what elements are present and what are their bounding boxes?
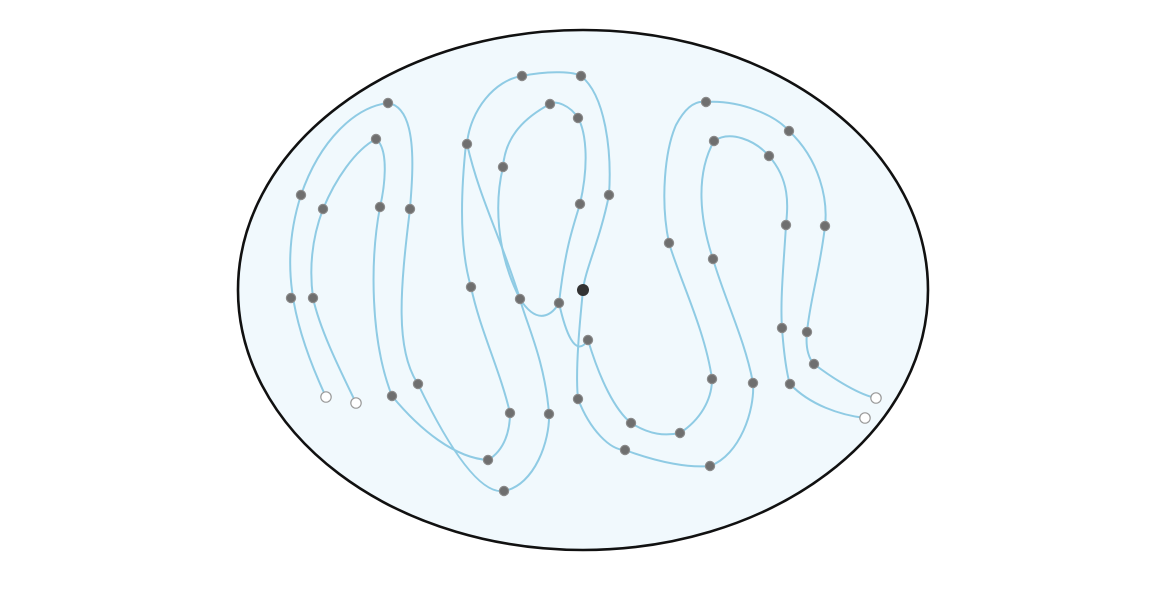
strand-node xyxy=(461,138,473,150)
strand-end-node xyxy=(320,391,332,403)
inner-strand xyxy=(310,138,511,461)
strand-node xyxy=(317,203,329,215)
strand-node xyxy=(747,377,759,389)
strand-node xyxy=(780,219,792,231)
strand-node xyxy=(553,297,565,309)
strand-node xyxy=(412,378,424,390)
strand-node xyxy=(572,112,584,124)
strand-node xyxy=(625,417,637,429)
strand-node xyxy=(516,70,528,82)
strand-end-node xyxy=(350,397,362,409)
strand-node xyxy=(465,281,477,293)
strand-node xyxy=(497,161,509,173)
strand-node xyxy=(776,322,788,334)
strand-node xyxy=(582,334,594,346)
strand-node xyxy=(784,378,796,390)
strand-node xyxy=(663,237,675,249)
strand-node xyxy=(544,98,556,110)
strand-node xyxy=(574,198,586,210)
strand-node xyxy=(763,150,775,162)
strand-node xyxy=(498,485,510,497)
strand-end-node xyxy=(859,412,871,424)
strand-node xyxy=(783,125,795,137)
strand-node xyxy=(801,326,813,338)
strand-node xyxy=(295,189,307,201)
strand-node xyxy=(374,201,386,213)
strand-node xyxy=(708,135,720,147)
strand-node xyxy=(707,253,719,265)
strand-node xyxy=(370,133,382,145)
strand-node xyxy=(819,220,831,232)
strand-node xyxy=(619,444,631,456)
strand-node xyxy=(575,70,587,82)
strand-node xyxy=(572,393,584,405)
strand-node xyxy=(706,373,718,385)
center-node xyxy=(577,284,589,296)
strand-node xyxy=(808,358,820,370)
strand-node xyxy=(704,460,716,472)
strand-node xyxy=(700,96,712,108)
strand-node xyxy=(386,390,398,402)
strand-end-node xyxy=(870,392,882,404)
strand-nodes xyxy=(285,70,882,497)
strand-node xyxy=(674,427,686,439)
strand-node xyxy=(603,189,615,201)
outer-strand xyxy=(289,71,866,493)
strand-node xyxy=(514,293,526,305)
strand-node xyxy=(382,97,394,109)
strand-node xyxy=(482,454,494,466)
strand-node xyxy=(285,292,297,304)
strand-node xyxy=(404,203,416,215)
strand-node xyxy=(307,292,319,304)
strand-node xyxy=(504,407,516,419)
strand-node xyxy=(543,408,555,420)
